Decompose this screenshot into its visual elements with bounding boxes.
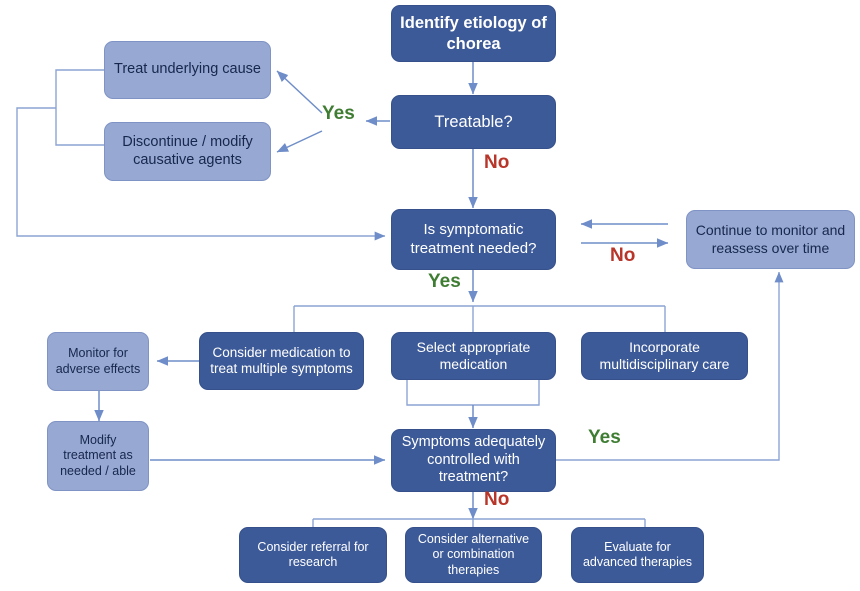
edge-label-no-symptomatic: No: [610, 245, 636, 266]
node-evaluate-advanced-therapies[interactable]: Evaluate for advanced therapies: [571, 527, 704, 583]
node-label: Treat underlying cause: [114, 61, 261, 78]
node-label: Modify treatment as needed / able: [60, 433, 136, 478]
node-label: Is symptomatic treatment needed?: [410, 221, 537, 257]
node-monitor-adverse-effects[interactable]: Monitor for adverse effects: [47, 332, 149, 391]
node-consider-alternative-therapies[interactable]: Consider alternative or combination ther…: [405, 527, 542, 583]
bracket-select-med: [406, 380, 540, 406]
node-consider-referral-research[interactable]: Consider referral for research: [239, 527, 387, 583]
node-label: Consider referral for research: [257, 539, 369, 569]
edge-yes-to-discontinue: [276, 130, 323, 153]
node-discontinue-modify[interactable]: Discontinue / modify causative agents: [104, 122, 271, 181]
node-identify-etiology[interactable]: Identify etiology of chorea: [391, 5, 556, 62]
node-label: Continue to monitor and reassess over ti…: [695, 222, 846, 256]
node-label: Evaluate for advanced therapies: [582, 539, 693, 569]
edge-label-yes-controlled: Yes: [588, 427, 621, 448]
node-treat-underlying-cause[interactable]: Treat underlying cause: [104, 41, 271, 99]
edge-label-no-treatable: No: [484, 152, 510, 173]
node-continue-to-monitor[interactable]: Continue to monitor and reassess over ti…: [686, 210, 855, 269]
node-incorporate-multidisciplinary-care[interactable]: Incorporate multidisciplinary care: [581, 332, 748, 380]
node-label: Incorporate multidisciplinary care: [599, 338, 730, 372]
node-label: Treatable?: [434, 112, 513, 131]
edge-label-yes-treatable: Yes: [322, 103, 355, 124]
node-label: Monitor for adverse effects: [55, 346, 141, 376]
node-select-appropriate-medication[interactable]: Select appropriate medication: [391, 332, 556, 380]
edge-label-yes-symptomatic: Yes: [428, 271, 461, 292]
node-label: Select appropriate medication: [416, 338, 531, 372]
node-label: Discontinue / modify causative agents: [122, 133, 253, 168]
edge-left-inner-bracket: [55, 69, 104, 146]
node-label: Consider alternative or combination ther…: [417, 532, 530, 577]
node-symptoms-controlled[interactable]: Symptoms adequately controlled with trea…: [391, 429, 556, 492]
node-modify-treatment[interactable]: Modify treatment as needed / able: [47, 421, 149, 491]
node-treatable[interactable]: Treatable?: [391, 95, 556, 149]
node-label: Consider medication to treat multiple sy…: [210, 344, 353, 376]
edge-label-no-controlled: No: [484, 489, 510, 510]
node-label: Identify etiology of chorea: [400, 14, 547, 53]
edge-yes-to-treat-cause: [276, 70, 323, 114]
node-is-symptomatic-treatment-needed[interactable]: Is symptomatic treatment needed?: [391, 209, 556, 270]
node-consider-medication[interactable]: Consider medication to treat multiple sy…: [199, 332, 364, 390]
node-label: Symptoms adequately controlled with trea…: [401, 433, 546, 486]
